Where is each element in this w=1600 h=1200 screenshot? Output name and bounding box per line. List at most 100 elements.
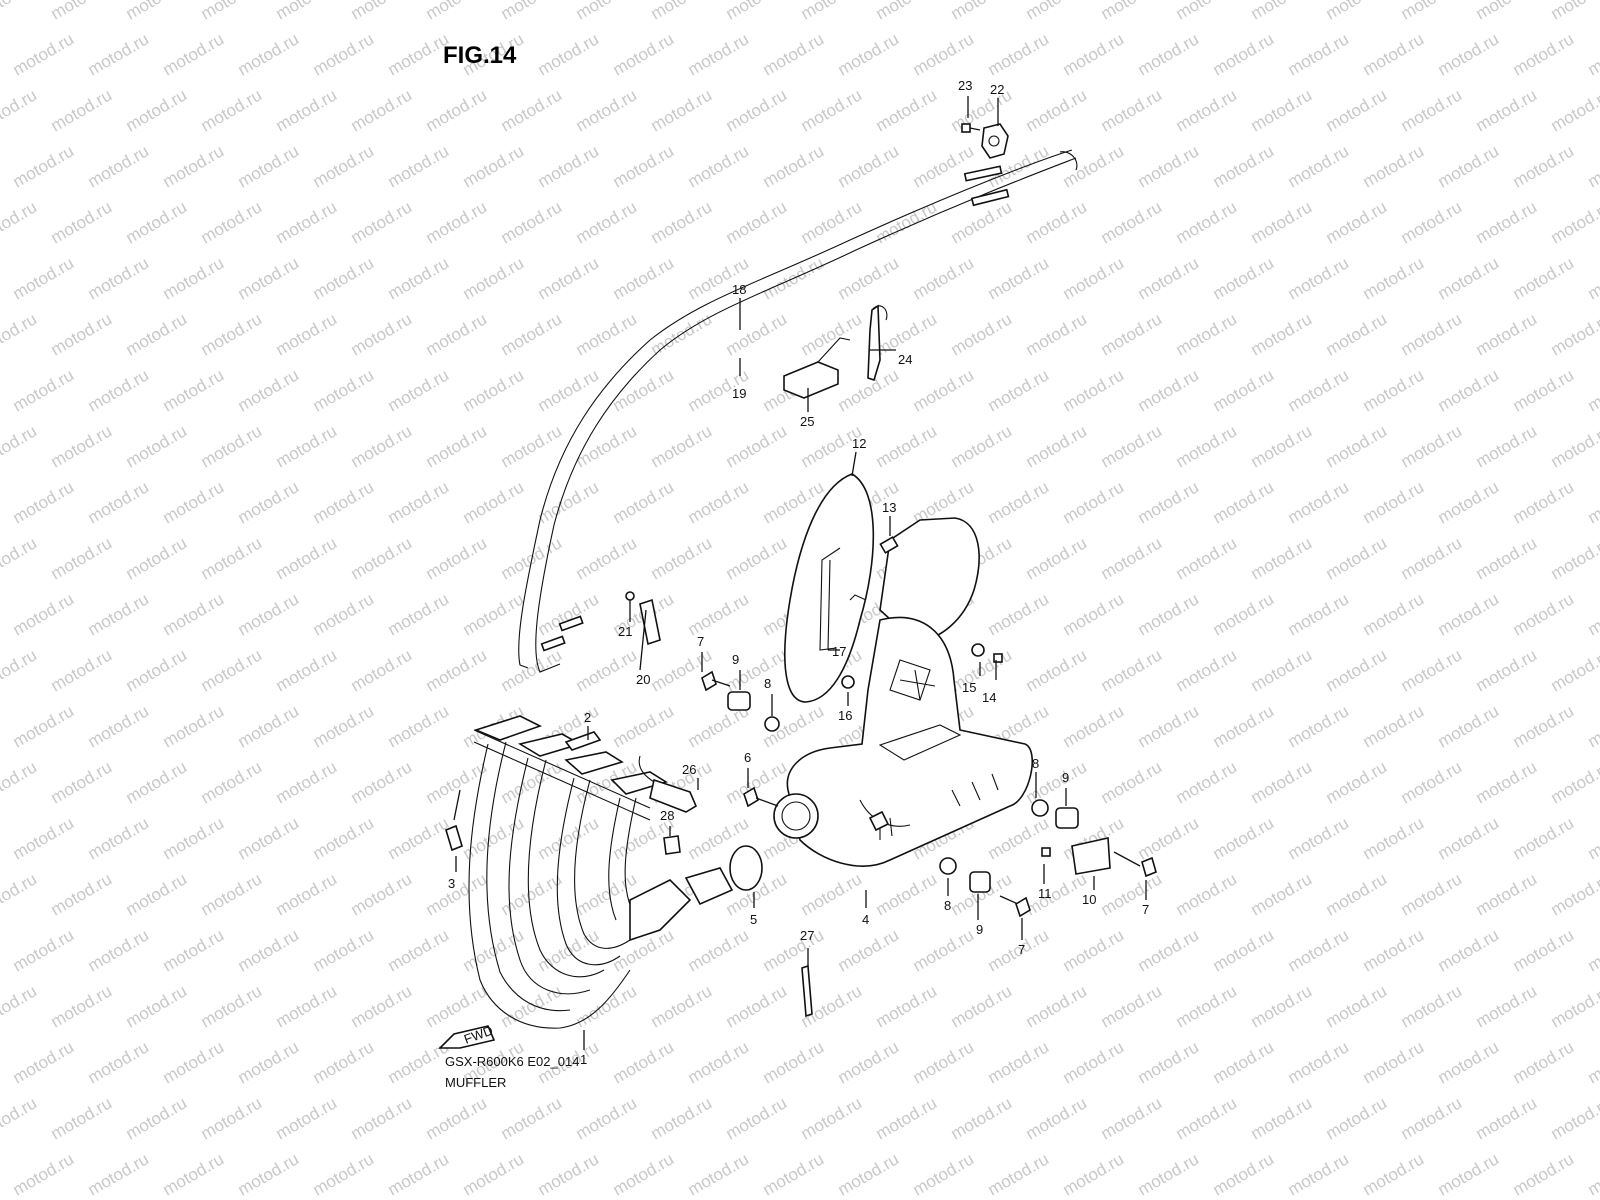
watermark-text: motod.ru bbox=[1060, 141, 1128, 191]
watermark-text: motod.ru bbox=[1548, 981, 1600, 1031]
watermark-text: motod.ru bbox=[348, 85, 416, 135]
watermark-text: motod.ru bbox=[910, 365, 978, 415]
callout-2: 2 bbox=[584, 710, 591, 725]
watermark-text: motod.ru bbox=[685, 589, 753, 639]
watermark-text: motod.ru bbox=[273, 981, 341, 1031]
watermark-text: motod.ru bbox=[1510, 141, 1578, 191]
watermark-text: motod.ru bbox=[760, 29, 828, 79]
watermark-text: motod.ru bbox=[348, 1093, 416, 1143]
watermark-text: motod.ru bbox=[310, 29, 378, 79]
callout-11: 11 bbox=[1038, 886, 1052, 901]
watermark-text: motod.ru bbox=[0, 757, 40, 807]
watermark-text: motod.ru bbox=[1248, 645, 1316, 695]
watermark-text: motod.ru bbox=[10, 365, 78, 415]
watermark-text: motod.ru bbox=[535, 29, 603, 79]
watermark-text: motod.ru bbox=[610, 1149, 678, 1199]
watermark-text: motod.ru bbox=[423, 1093, 491, 1143]
watermark-text: motod.ru bbox=[1548, 1093, 1600, 1143]
watermark-text: motod.ru bbox=[760, 1149, 828, 1199]
watermark-text: motod.ru bbox=[1023, 197, 1091, 247]
callout-26: 26 bbox=[682, 762, 696, 777]
watermark-text: motod.ru bbox=[1098, 309, 1166, 359]
watermark-text: motod.ru bbox=[1585, 1149, 1600, 1199]
watermark-text: motod.ru bbox=[873, 0, 941, 23]
watermark-text: motod.ru bbox=[1323, 197, 1391, 247]
callout-8-right: 8 bbox=[1032, 756, 1039, 771]
watermark-text: motod.ru bbox=[0, 533, 40, 583]
watermark-text: motod.ru bbox=[1135, 925, 1203, 975]
watermark-text: motod.ru bbox=[85, 365, 153, 415]
callout-3: 3 bbox=[448, 876, 455, 891]
watermark-text: motod.ru bbox=[723, 85, 791, 135]
watermark-text: motod.ru bbox=[1323, 757, 1391, 807]
watermark-text: motod.ru bbox=[123, 981, 191, 1031]
watermark-text: motod.ru bbox=[235, 589, 303, 639]
watermark-text: motod.ru bbox=[48, 197, 116, 247]
watermark-text: motod.ru bbox=[273, 1093, 341, 1143]
watermark-text: motod.ru bbox=[0, 197, 40, 247]
watermark-text: motod.ru bbox=[1360, 253, 1428, 303]
watermark-text: motod.ru bbox=[1360, 589, 1428, 639]
watermark-text: motod.ru bbox=[985, 365, 1053, 415]
watermark-text: motod.ru bbox=[310, 589, 378, 639]
watermark-text: motod.ru bbox=[1360, 29, 1428, 79]
watermark-text: motod.ru bbox=[1435, 589, 1503, 639]
callout-22: 22 bbox=[990, 82, 1004, 97]
watermark-text: motod.ru bbox=[198, 757, 266, 807]
watermark-text: motod.ru bbox=[873, 421, 941, 471]
watermark-text: motod.ru bbox=[873, 85, 941, 135]
watermark-text: motod.ru bbox=[1173, 869, 1241, 919]
watermark-text: motod.ru bbox=[385, 253, 453, 303]
callout-21: 21 bbox=[618, 624, 632, 639]
watermark-text: motod.ru bbox=[1023, 0, 1091, 23]
watermark-text: motod.ru bbox=[1435, 253, 1503, 303]
watermark-text: motod.ru bbox=[1360, 1037, 1428, 1087]
watermark-text: motod.ru bbox=[1210, 813, 1278, 863]
watermark-text: motod.ru bbox=[1098, 85, 1166, 135]
watermark-text: motod.ru bbox=[1135, 1149, 1203, 1199]
watermark-text: motod.ru bbox=[235, 1149, 303, 1199]
watermark-text: motod.ru bbox=[160, 589, 228, 639]
watermark-text: motod.ru bbox=[1285, 925, 1353, 975]
watermark-text: motod.ru bbox=[1135, 477, 1203, 527]
watermark-text: motod.ru bbox=[648, 0, 716, 23]
watermark-text: motod.ru bbox=[610, 701, 678, 751]
watermark-text: motod.ru bbox=[1398, 533, 1466, 583]
watermark-text: motod.ru bbox=[198, 645, 266, 695]
watermark-text: motod.ru bbox=[1510, 477, 1578, 527]
watermark-text: motod.ru bbox=[348, 197, 416, 247]
watermark-text: motod.ru bbox=[460, 141, 528, 191]
watermark-text: motod.ru bbox=[198, 1093, 266, 1143]
watermark-text: motod.ru bbox=[1135, 141, 1203, 191]
watermark-text: motod.ru bbox=[273, 869, 341, 919]
watermark-text: motod.ru bbox=[1510, 925, 1578, 975]
watermark-text: motod.ru bbox=[1585, 141, 1600, 191]
watermark-text: motod.ru bbox=[10, 701, 78, 751]
watermark-text: motod.ru bbox=[1285, 813, 1353, 863]
watermark-text: motod.ru bbox=[1435, 29, 1503, 79]
watermark-text: motod.ru bbox=[1173, 533, 1241, 583]
watermark-text: motod.ru bbox=[948, 1093, 1016, 1143]
watermark-text: motod.ru bbox=[760, 925, 828, 975]
watermark-text: motod.ru bbox=[198, 85, 266, 135]
watermark-text: motod.ru bbox=[348, 869, 416, 919]
watermark-text: motod.ru bbox=[0, 869, 40, 919]
watermark-text: motod.ru bbox=[123, 533, 191, 583]
watermark-text: motod.ru bbox=[1585, 813, 1600, 863]
watermark-text: motod.ru bbox=[1510, 29, 1578, 79]
watermark-text: motod.ru bbox=[648, 85, 716, 135]
watermark-text: motod.ru bbox=[0, 85, 40, 135]
watermark-text: motod.ru bbox=[1173, 0, 1241, 23]
watermark-text: motod.ru bbox=[948, 309, 1016, 359]
watermark-text: motod.ru bbox=[1435, 141, 1503, 191]
watermark-text: motod.ru bbox=[610, 1037, 678, 1087]
watermark-text: motod.ru bbox=[1473, 869, 1541, 919]
watermark-text: motod.ru bbox=[1173, 645, 1241, 695]
callout-7-right: 7 bbox=[1142, 902, 1149, 917]
watermark-text: motod.ru bbox=[1285, 1037, 1353, 1087]
watermark-text: motod.ru bbox=[1548, 197, 1600, 247]
watermark-text: motod.ru bbox=[1135, 253, 1203, 303]
watermark-text: motod.ru bbox=[160, 141, 228, 191]
callout-7-bottom: 7 bbox=[1018, 942, 1025, 957]
watermark-text: motod.ru bbox=[1248, 757, 1316, 807]
